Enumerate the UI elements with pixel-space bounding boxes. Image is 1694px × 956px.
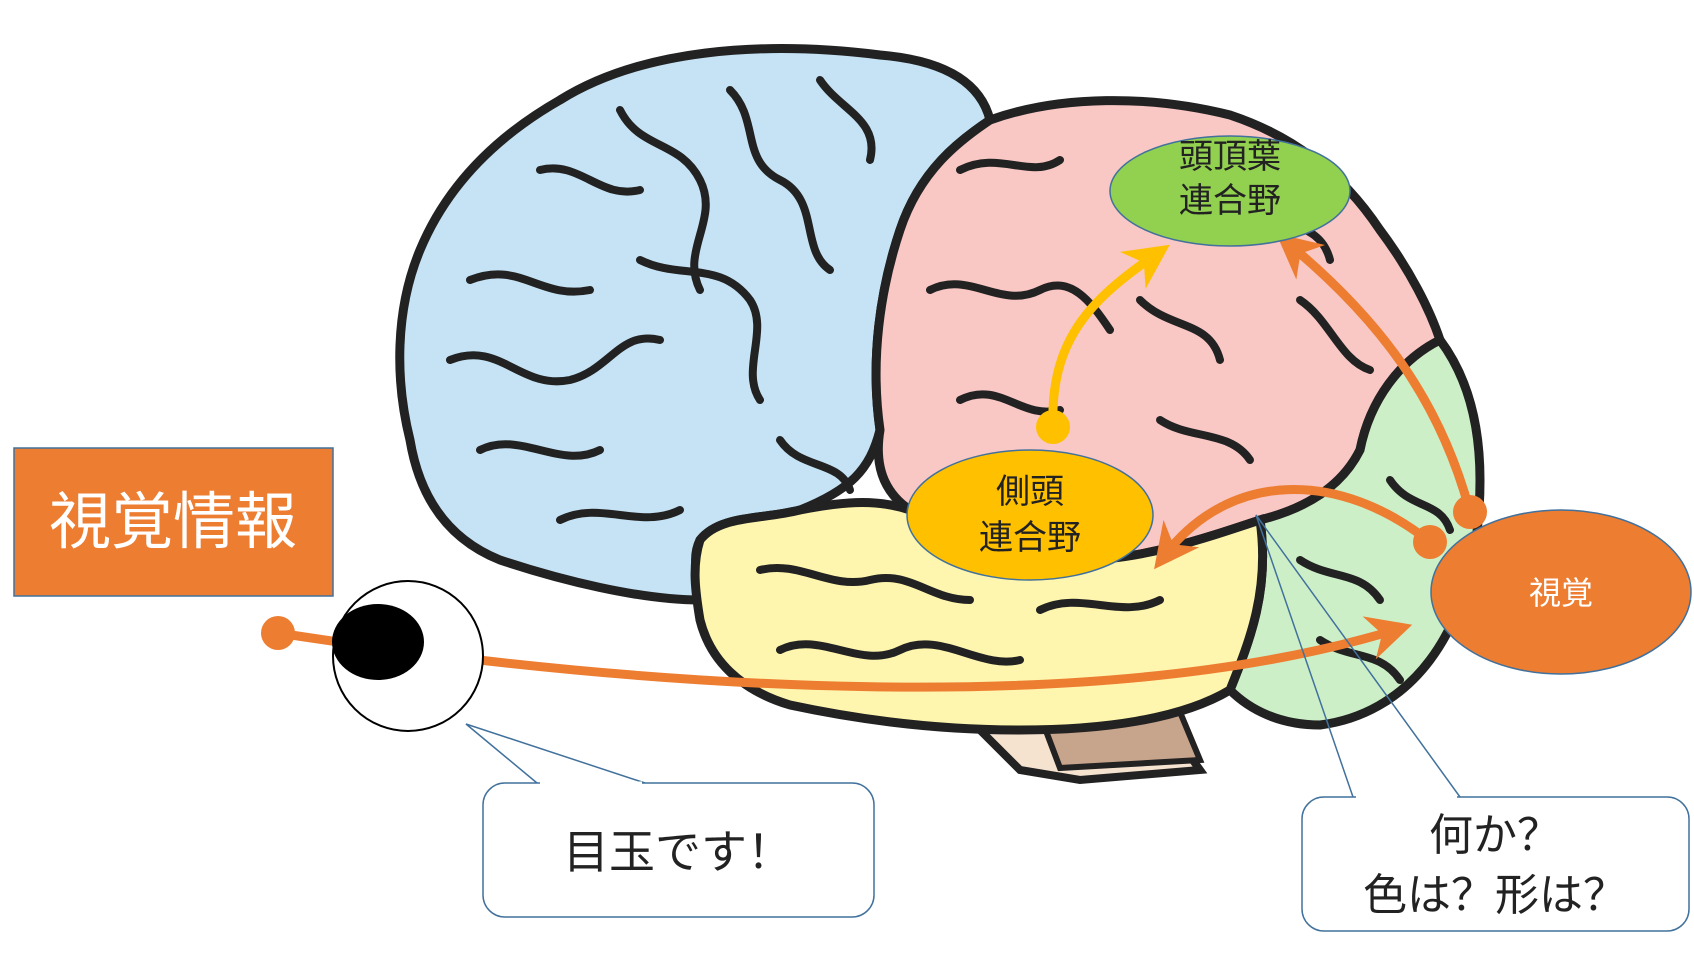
- arrow-visual-to-parietal: [1276, 233, 1475, 514]
- title-box: [13, 447, 334, 597]
- visual-ellipse: [1430, 509, 1692, 675]
- eye-pupil: [332, 604, 424, 680]
- temporal-label-line1: 側頭: [996, 472, 1064, 512]
- eye-callout-pointer: [465, 723, 646, 784]
- question-callout-line2: 色は？形は？: [1363, 870, 1627, 921]
- title-box-label: 視覚情報: [49, 485, 297, 558]
- question-callout-pointer: [1255, 514, 1461, 798]
- parietal-label-line2: 連合野: [1179, 181, 1281, 221]
- callout-pointers: [465, 514, 1461, 798]
- eye-callout-box: [482, 782, 875, 918]
- eye-callout-text: 目玉です！: [563, 825, 793, 879]
- eye-callout: 目玉です！: [482, 781, 875, 918]
- eyeball: [332, 580, 484, 732]
- arrow-temporal-to-parietal: [1048, 244, 1170, 428]
- question-callout-line1: 何か？: [1429, 810, 1561, 861]
- question-callout-box: [1301, 796, 1690, 932]
- visual-label: 視覚: [1529, 574, 1593, 612]
- parietal-label-line1: 頭頂葉: [1179, 137, 1281, 177]
- temporal-node: 側頭 連合野: [906, 449, 1154, 581]
- parietal-ellipse: [1109, 135, 1351, 247]
- question-callout: 何か？ 色は？形は？: [1301, 795, 1690, 932]
- parietal-node: 頭頂葉 連合野: [1109, 135, 1351, 247]
- visual-node: 視覚: [1430, 509, 1692, 675]
- temporal-label-line2: 連合野: [979, 518, 1081, 558]
- temporal-ellipse: [906, 449, 1154, 581]
- arrow-visual-to-temporal: [1154, 485, 1433, 570]
- title-box-group: 視覚情報: [13, 447, 334, 597]
